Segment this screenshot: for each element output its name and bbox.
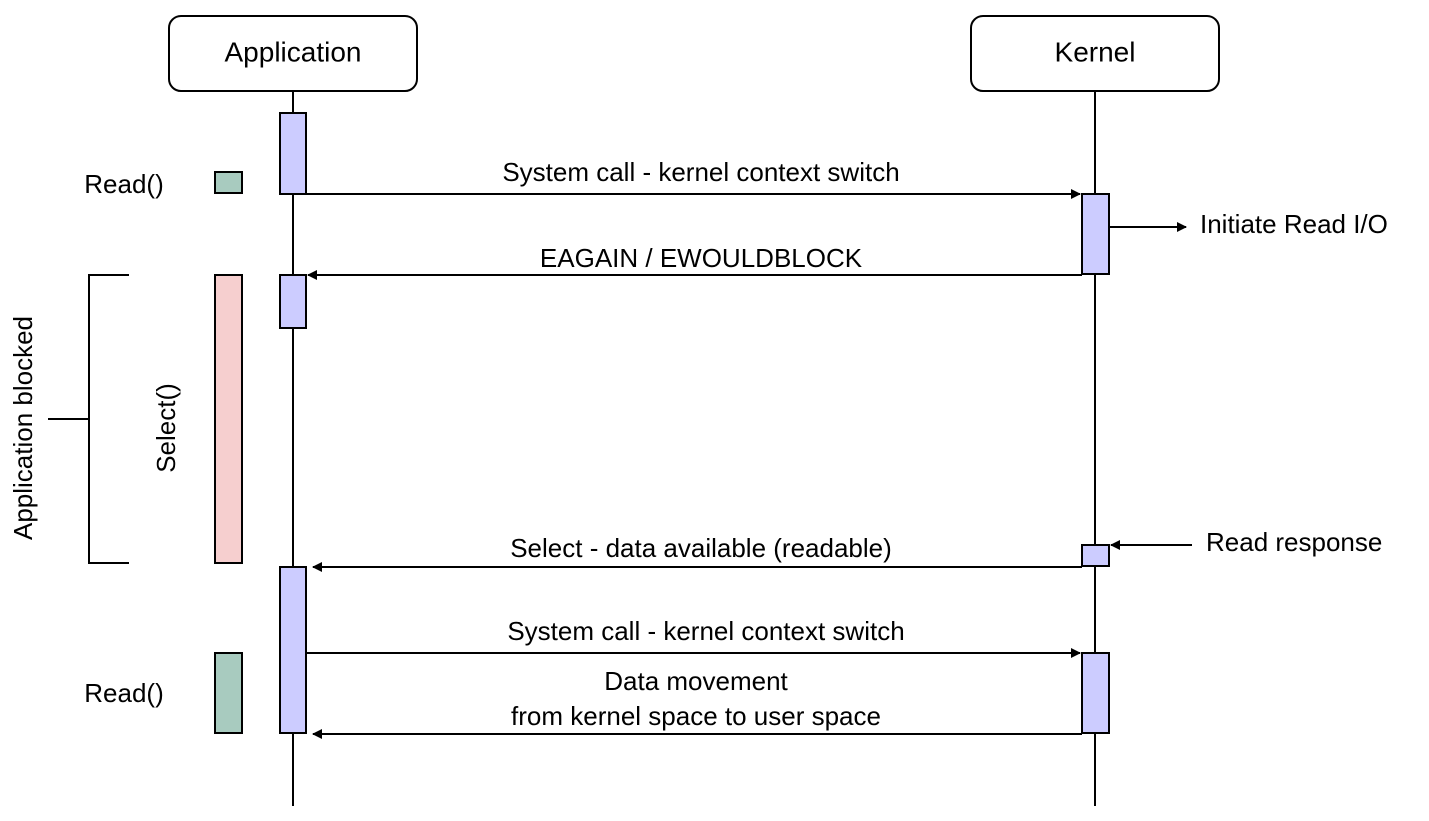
initiate-read-label: Initiate Read I/O <box>1200 209 1388 239</box>
kernel-participant: Kernel <box>970 15 1220 92</box>
read-marker-2 <box>214 652 243 734</box>
select-label: Select() <box>151 383 181 473</box>
select-available-label: Select - data available (readable) <box>510 533 892 563</box>
kernel-activation-2 <box>1081 544 1110 567</box>
kernel-activation-3 <box>1081 652 1110 734</box>
data-movement-label-line1: Data movement <box>604 666 788 696</box>
application-activation-2 <box>279 274 307 329</box>
data-movement-label-line2: from kernel space to user space <box>511 701 881 731</box>
syscall-2-label: System call - kernel context switch <box>507 616 904 646</box>
syscall-1-label: System call - kernel context switch <box>502 157 899 187</box>
application-activation-3 <box>279 566 307 734</box>
read-label-2: Read() <box>84 678 163 708</box>
read-label-1: Read() <box>84 169 163 199</box>
read-marker-1 <box>214 171 243 194</box>
application-participant-label: Application <box>225 36 362 67</box>
select-marker <box>214 274 243 564</box>
eagain-label: EAGAIN / EWOULDBLOCK <box>540 243 863 273</box>
application-blocked-bracket <box>48 274 129 564</box>
read-response-label: Read response <box>1206 527 1382 557</box>
application-participant: Application <box>168 15 418 92</box>
application-activation-1 <box>279 112 307 195</box>
kernel-activation-1 <box>1081 193 1110 275</box>
kernel-participant-label: Kernel <box>1055 36 1136 67</box>
application-blocked-label: Application blocked <box>8 316 38 540</box>
